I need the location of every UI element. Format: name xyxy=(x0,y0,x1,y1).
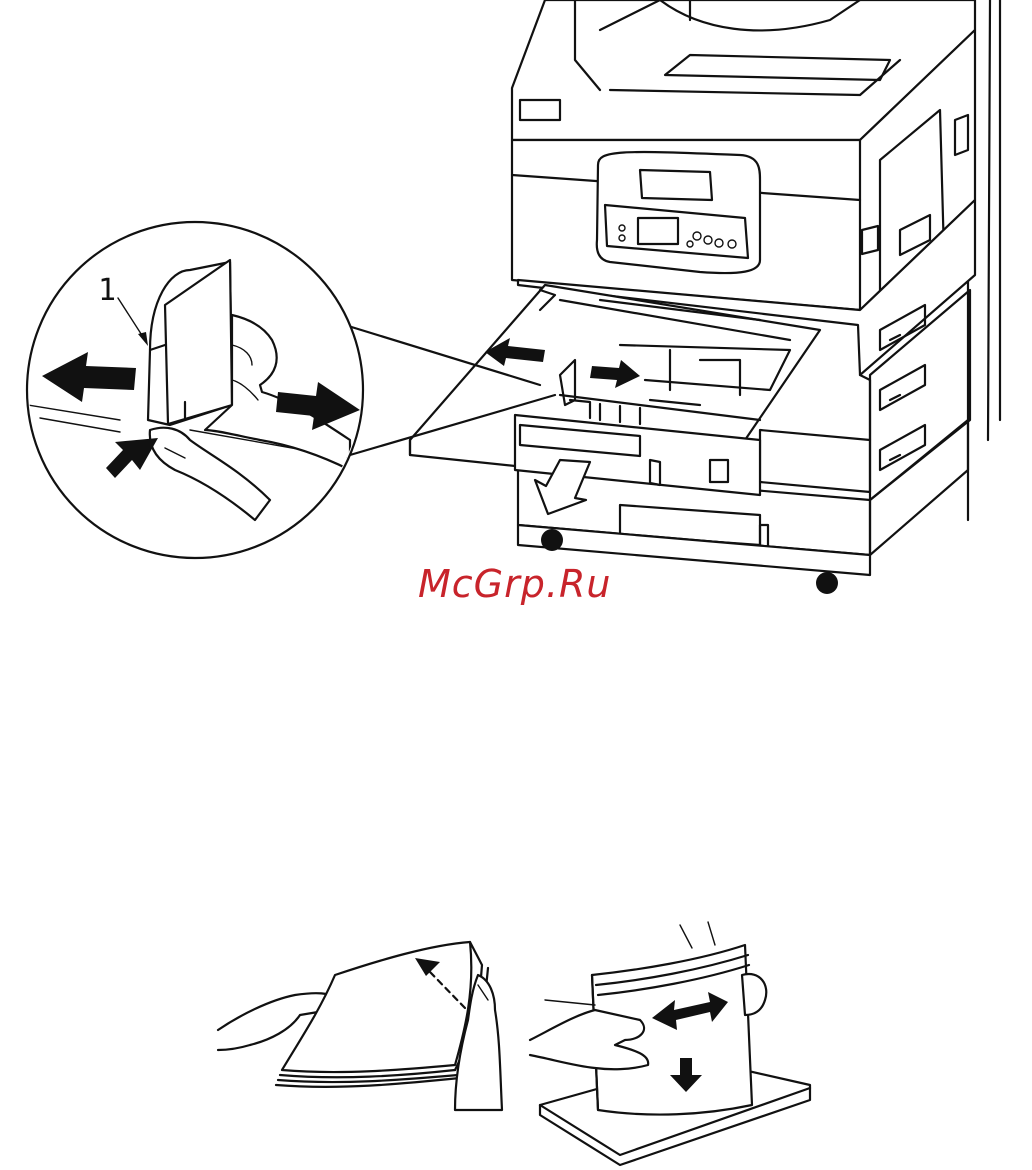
open-paper-tray xyxy=(410,285,820,495)
callout-number: 1 xyxy=(98,273,116,308)
paper-fan-illustration xyxy=(218,942,502,1110)
watermark-text: McGrp.Ru xyxy=(418,562,611,606)
tray-guide-zoom: 1 xyxy=(27,222,363,558)
paper-stack-align-illustration xyxy=(530,922,810,1165)
